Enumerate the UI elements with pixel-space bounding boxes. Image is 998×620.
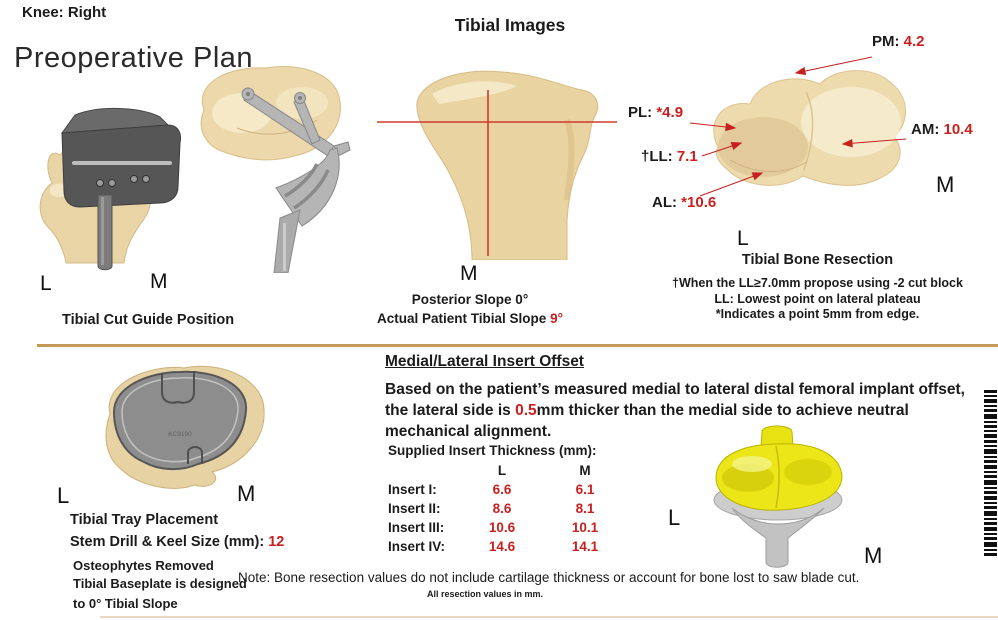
insert-row-label: Insert II: <box>388 501 441 516</box>
measurement-pm-value: 4.2 <box>903 33 925 50</box>
actual-slope-caption: Actual Patient Tibial Slope 9° <box>377 311 563 326</box>
measurement-al-value: *10.6 <box>681 194 717 211</box>
offset-title: Medial/Lateral Insert Offset <box>385 353 584 370</box>
resection-footnote-1: †When the LL≥7.0mm propose using -2 cut … <box>672 276 963 290</box>
footer-note: Note: Bone resection values do not inclu… <box>238 570 860 585</box>
orientation-label-l: L <box>40 272 52 295</box>
insert-thickness-table: L M Insert I: 6.6 6.1 Insert II: 8.6 8.1… <box>388 461 634 556</box>
resection-caption: Tibial Bone Resection <box>741 252 894 268</box>
measurement-al: AL: *10.6 <box>652 194 717 211</box>
measurement-ll: †LL: 7.1 <box>641 148 698 165</box>
insert-table-title: Supplied Insert Thickness (mm): <box>388 443 597 458</box>
baseplate-note-line1: Tibial Baseplate is designed <box>73 576 247 591</box>
offset-value: 0.5 <box>515 402 537 419</box>
plateau-gauge-figure <box>200 66 351 273</box>
insert-value-l: 14.6 <box>488 539 516 554</box>
insert-implant-figure <box>713 425 843 568</box>
orientation-label-m: M <box>460 262 478 285</box>
insert-value-m: 10.1 <box>571 520 599 535</box>
insert-value-m: 6.1 <box>575 482 595 497</box>
tibia-slope-figure <box>377 70 617 260</box>
measurement-pl: PL: *4.9 <box>628 104 684 121</box>
resection-footnote-2: LL: Lowest point on lateral plateau <box>714 291 921 306</box>
column-header-l: L <box>497 463 507 478</box>
page-title: Preoperative Plan <box>14 42 254 74</box>
orientation-label-l: L <box>737 227 749 250</box>
bottom-divider <box>100 616 998 618</box>
measurement-am: AM: 10.4 <box>911 121 973 138</box>
barcode <box>984 390 997 556</box>
insert-value-l: 8.6 <box>492 501 512 516</box>
measurement-pl-value: *4.9 <box>656 104 684 121</box>
insert-value-l: 6.6 <box>492 482 512 497</box>
orientation-label-l: L <box>57 483 70 508</box>
section-title-tibial-images: Tibial Images <box>454 15 566 35</box>
measurement-pm: PM: 4.2 <box>872 33 925 50</box>
insert-value-l: 10.6 <box>488 520 516 535</box>
orientation-label-l: L <box>668 505 681 530</box>
stem-keel-size-value: 12 <box>268 534 285 550</box>
column-header-m: M <box>579 463 591 478</box>
insert-row-label: Insert III: <box>388 520 445 535</box>
cut-guide-caption: Tibial Cut Guide Position <box>62 312 235 328</box>
insert-row-label: Insert I: <box>388 482 437 497</box>
orientation-label-m: M <box>936 172 955 197</box>
orientation-label-m: M <box>237 481 256 506</box>
footer-subnote: All resection values in mm. <box>427 589 544 599</box>
offset-body: Based on the patient’s measured medial t… <box>385 381 965 440</box>
measurement-ll-value: 7.1 <box>676 148 698 165</box>
tray-top-view-figure: KC9190 <box>105 365 265 489</box>
orientation-label-m: M <box>150 270 168 293</box>
knee-side-label: Knee: Right <box>22 4 107 21</box>
tray-engraving: KC9190 <box>168 431 192 438</box>
baseplate-note-line2: to 0° Tibial Slope <box>73 596 178 611</box>
measurement-am-value: 10.4 <box>943 121 973 138</box>
tibia-cut-guide-figure <box>39 108 181 271</box>
actual-slope-value: 9° <box>550 311 563 326</box>
resection-footnote-3: *Indicates a point 5mm from edge. <box>715 307 920 321</box>
section-divider <box>37 344 998 347</box>
insert-row-label: Insert IV: <box>388 539 446 554</box>
osteophytes-note: Osteophytes Removed <box>73 558 214 573</box>
insert-value-m: 8.1 <box>575 501 595 516</box>
resection-arrows <box>689 56 907 197</box>
orientation-label-m: M <box>864 543 883 568</box>
posterior-slope-caption: Posterior Slope 0° <box>411 292 529 307</box>
resection-bone-figure <box>713 70 907 186</box>
tray-caption: Tibial Tray Placement <box>70 512 219 528</box>
stem-keel-size-line: Stem Drill & Keel Size (mm): 12 <box>70 534 285 550</box>
insert-value-m: 14.1 <box>571 539 599 554</box>
